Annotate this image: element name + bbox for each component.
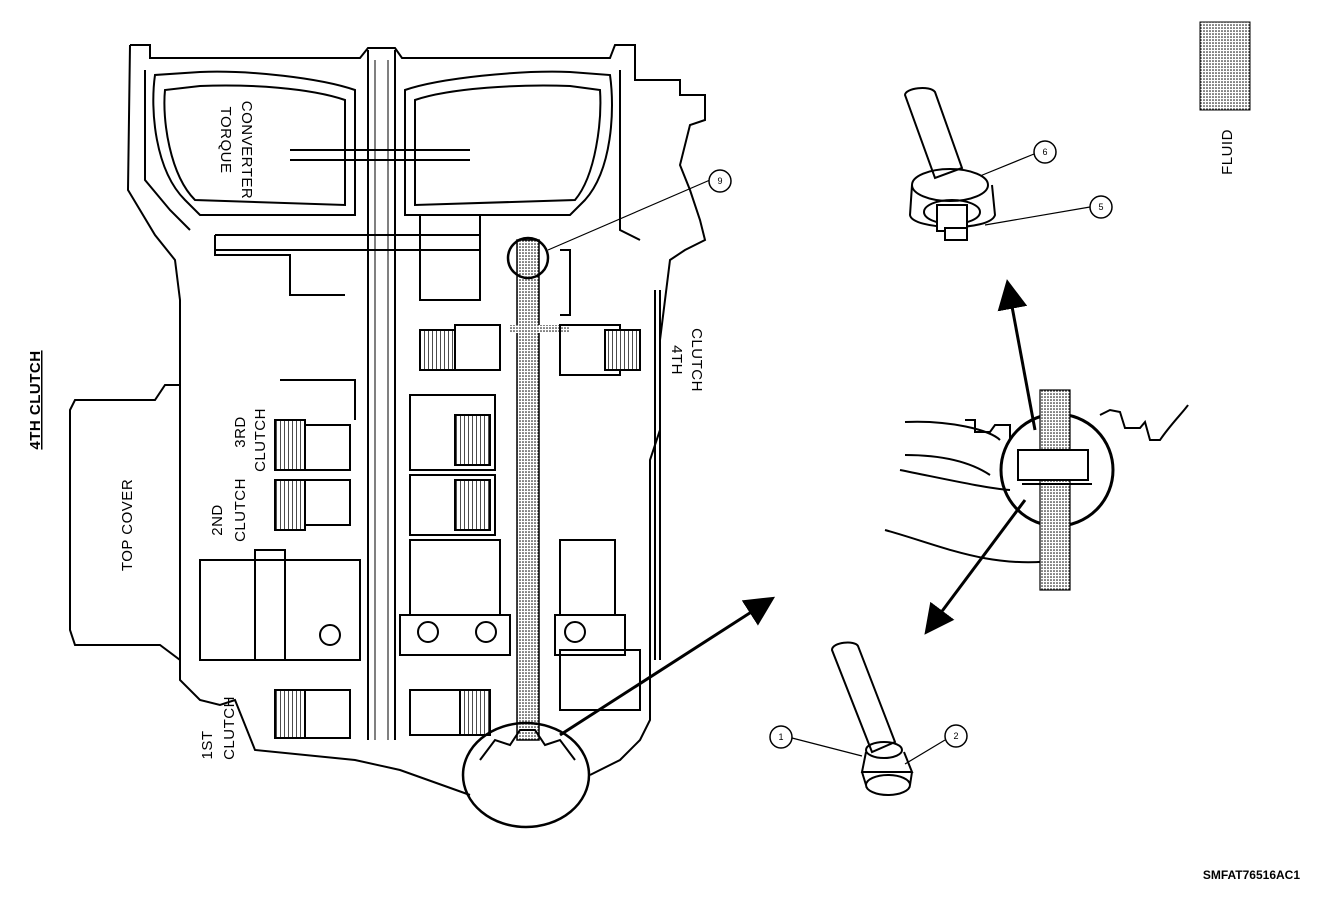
clutch-packs-left [199, 235, 501, 739]
torque-label-line2: CONVERTER [238, 101, 255, 199]
fluid-swatch [1199, 21, 1251, 111]
third-clutch-label-line2: CLUTCH [252, 408, 269, 472]
second-clutch-label-line1: 2ND [209, 504, 226, 536]
callout-6: 6 [979, 140, 1057, 177]
callout-1: 1 [769, 725, 863, 757]
top-cover-label: TOP COVER [119, 479, 136, 571]
fluid-legend-label: FLUID [1219, 129, 1236, 175]
callout-5-label: 5 [1098, 202, 1103, 212]
first-clutch-label-line2: CLUTCH [221, 696, 238, 760]
callout-9: 9 [547, 169, 732, 251]
torque-label-line1: TORQUE [217, 107, 234, 174]
callout-6-label: 6 [1042, 147, 1047, 157]
first-clutch-label-line1: 1ST [199, 730, 216, 759]
callout-5: 5 [984, 195, 1113, 226]
third-clutch-label-line1: 3RD [232, 416, 249, 448]
top-cover: TOP COVER [69, 384, 181, 680]
diagram-title: 4TH CLUTCH [27, 350, 44, 449]
fluid-passage [510, 239, 570, 741]
second-clutch-label-line2: CLUTCH [232, 478, 249, 542]
detail-part-upper [903, 87, 997, 241]
detail-part-lower [830, 641, 914, 796]
transmission-housing [126, 44, 707, 796]
detail-housing-section [884, 389, 1189, 591]
clutch-packs-right [399, 214, 661, 736]
callout-2-label: 2 [953, 731, 958, 741]
main-shaft [215, 50, 480, 740]
torque-converter: TORQUE CONVERTER [152, 70, 613, 216]
fourth-clutch-label-line2: CLUTCH [688, 328, 705, 392]
detail-arrows [559, 279, 1037, 737]
fluid-legend: FLUID [1199, 21, 1251, 175]
detail-circles [461, 236, 591, 829]
fourth-clutch-label-line1: 4TH [668, 345, 685, 375]
callout-1-label: 1 [778, 732, 783, 742]
callout-2: 2 [904, 724, 968, 765]
callout-9-label: 9 [717, 176, 722, 186]
figure-code: SMFAT76516AC1 [1203, 868, 1300, 882]
